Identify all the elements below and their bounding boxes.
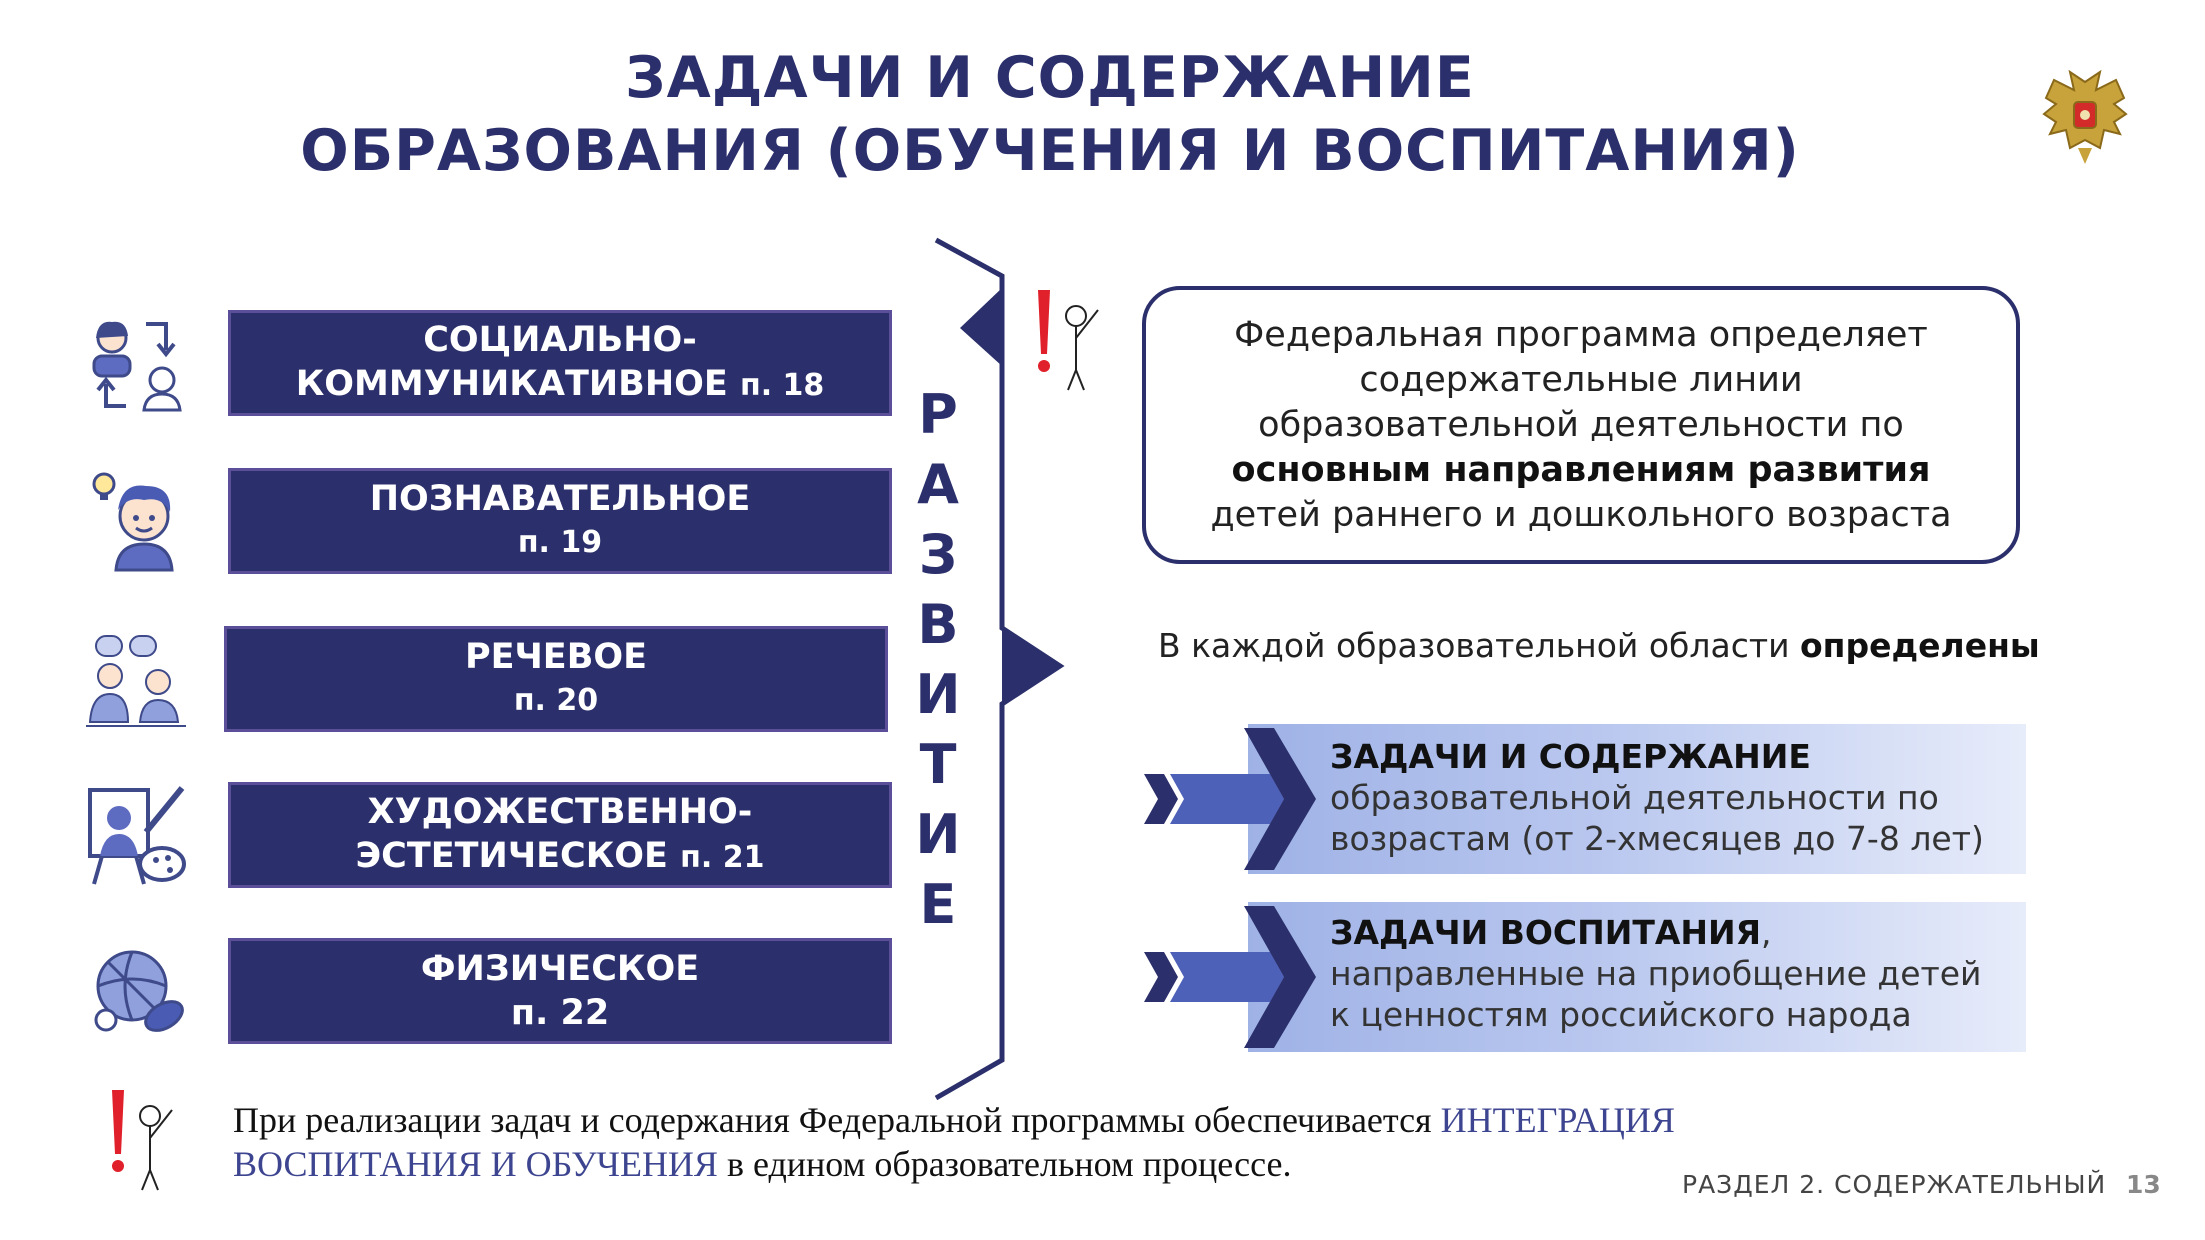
area-ref: п. 19	[517, 525, 603, 560]
panel-line-2: направленные на приобщение детей	[1330, 954, 1982, 993]
area-label-line-1: ХУДОЖЕСТВЕННО-	[367, 792, 753, 832]
letter: Р	[918, 383, 958, 446]
area-label-line-1: СОЦИАЛЬНО-	[423, 320, 697, 360]
integration-note: При реализации задач и содержания Федера…	[233, 1098, 1833, 1186]
area-social-communicative: СОЦИАЛЬНО- КОММУНИКАТИВНОЕ п. 18	[228, 310, 892, 416]
development-bracket	[934, 237, 1065, 1100]
panel-line-3: к ценностям российского народа	[1330, 995, 1912, 1034]
every-bold: определены	[1800, 626, 2040, 665]
sports-ball-icon	[94, 950, 184, 1032]
chevron-right-icon	[1144, 728, 1316, 870]
area-ref: п. 22	[510, 993, 610, 1033]
area-label-line-2: ЭСТЕТИЧЕСКОЕ	[355, 836, 668, 876]
letter: И	[915, 803, 961, 866]
cognitive-icon	[92, 472, 174, 572]
bottom-text-2: в едином образовательном процессе.	[717, 1144, 1292, 1184]
bottom-highlight-1: ИНТЕГРАЦИЯ	[1440, 1100, 1675, 1140]
every-text: В каждой образовательной области	[1158, 626, 1801, 665]
area-label-line-1: ФИЗИЧЕСКОЕ	[420, 949, 700, 989]
panel-title: ЗАДАЧИ И СОДЕРЖАНИЕ	[1330, 737, 1811, 776]
art-icon	[88, 786, 186, 885]
info-line-5: детей раннего и дошкольного возраста	[1210, 494, 1952, 535]
panel-tasks-content	[1248, 724, 2026, 874]
area-label-line-2: КОММУНИКАТИВНОЕ	[295, 364, 728, 404]
letter: В	[917, 593, 959, 656]
section-footer: РАЗДЕЛ 2. СОДЕРЖАТЕЛЬНЫЙ	[1682, 1170, 2107, 1199]
area-ref: п. 18	[739, 368, 825, 403]
letter: И	[915, 663, 961, 726]
federal-program-note: Федеральная программа определяет содержа…	[1142, 286, 2020, 564]
area-cognitive: ПОЗНАВАТЕЛЬНОЕ п. 19	[228, 468, 892, 574]
title-line-2: ОБРАЗОВАНИЯ (ОБУЧЕНИЯ И ВОСПИТАНИЯ)	[300, 118, 1800, 184]
page-number: 13	[2126, 1170, 2161, 1199]
area-speech: РЕЧЕВОЕ п. 20	[224, 626, 888, 732]
info-line-2: содержательные линии	[1359, 359, 1803, 400]
development-vertical-word: Р А З В И Т И Е	[908, 380, 968, 940]
area-label-line-1: ПОЗНАВАТЕЛЬНОЕ	[369, 479, 751, 519]
area-ref: п. 20	[513, 683, 599, 718]
panel-upbringing-tasks-text: ЗАДАЧИ ВОСПИТАНИЯ, направленные на приоб…	[1330, 912, 2030, 1035]
chevron-right-icon	[1144, 906, 1316, 1048]
social-communication-icon	[92, 321, 182, 412]
bottom-text-1: При реализации задач и содержания Федера…	[233, 1100, 1441, 1140]
bottom-highlight-2: ВОСПИТАНИЯ И ОБУЧЕНИЯ	[233, 1144, 718, 1184]
speech-icon	[86, 635, 186, 727]
panel-title: ЗАДАЧИ ВОСПИТАНИЯ	[1330, 913, 1762, 952]
panel-line-3: возрастам (от 2-хмесяцев до 7-8 лет)	[1330, 819, 1984, 858]
panel-tasks-content-text: ЗАДАЧИ И СОДЕРЖАНИЕ образовательной деят…	[1330, 736, 2030, 859]
panel-upbringing-tasks	[1248, 902, 2026, 1052]
coat-of-arms-icon	[2042, 69, 2128, 164]
warning-figure-icon	[1038, 290, 1099, 391]
panel-line-2: образовательной деятельности по	[1330, 778, 1939, 817]
title-line-1: ЗАДАЧИ И СОДЕРЖАНИЕ	[625, 45, 1475, 111]
letter: А	[917, 453, 959, 516]
area-artistic-aesthetic: ХУДОЖЕСТВЕННО- ЭСТЕТИЧЕСКОЕ п. 21	[228, 782, 892, 888]
slide-title: ЗАДАЧИ И СОДЕРЖАНИЕ ОБРАЗОВАНИЯ (ОБУЧЕНИ…	[220, 42, 1880, 188]
warning-figure-icon	[112, 1090, 173, 1191]
letter: Е	[919, 873, 957, 936]
info-bold-line: основным направлениям развития	[1231, 449, 1931, 490]
area-ref: п. 21	[680, 840, 765, 875]
each-area-defined-text: В каждой образовательной области определ…	[1158, 626, 2040, 665]
area-physical: ФИЗИЧЕСКОЕ п. 22	[228, 938, 892, 1044]
area-label-line-1: РЕЧЕВОЕ	[464, 637, 648, 677]
panel-title-suffix: ,	[1761, 913, 1772, 952]
letter: З	[918, 523, 958, 586]
info-line-3: образовательной деятельности по	[1258, 404, 1904, 445]
info-line-1: Федеральная программа определяет	[1234, 314, 1928, 355]
letter: Т	[919, 733, 957, 796]
